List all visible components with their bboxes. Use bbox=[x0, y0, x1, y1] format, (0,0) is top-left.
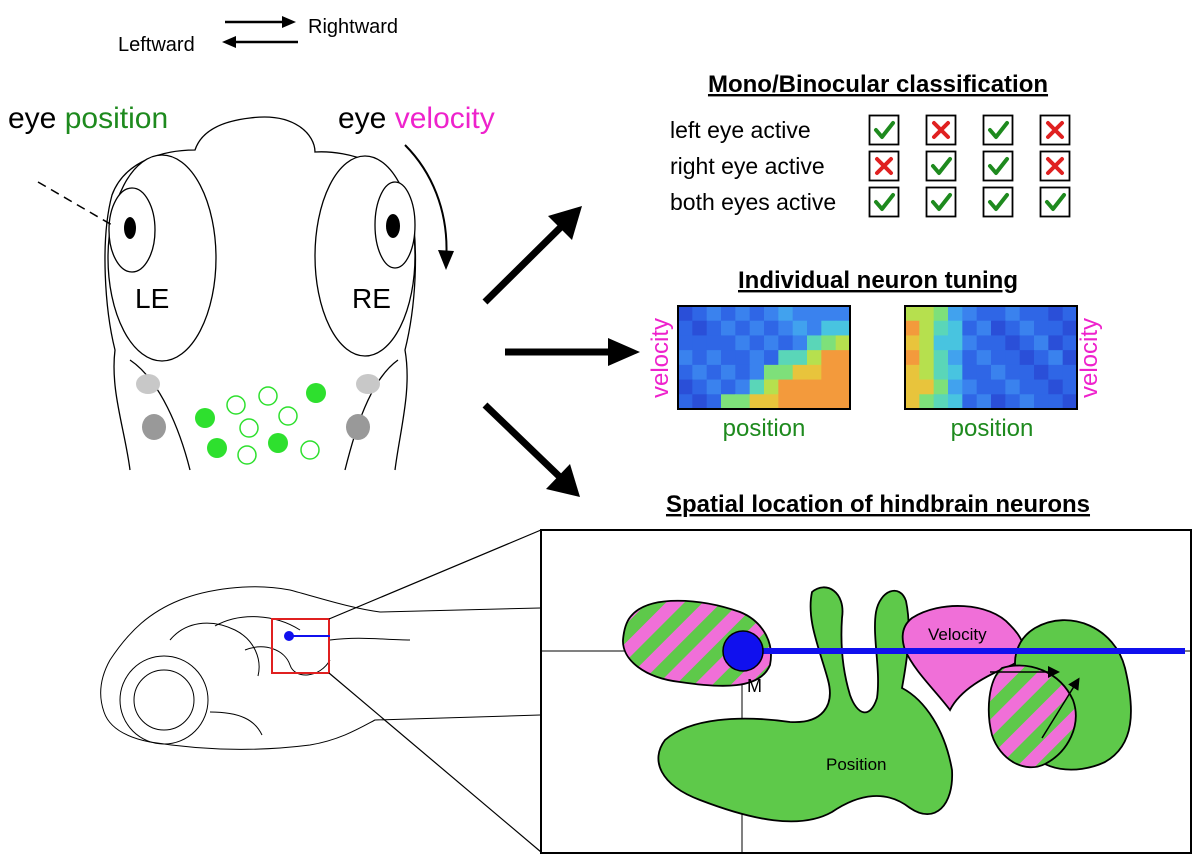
fish-outline bbox=[100, 586, 541, 750]
check-icon bbox=[988, 193, 1009, 211]
classification-panel: Mono/Binocular classification left eye a… bbox=[670, 71, 1071, 218]
leftward-label: Leftward bbox=[118, 34, 195, 56]
mauthner-label: M bbox=[747, 676, 762, 696]
cross-icon bbox=[875, 157, 893, 175]
otic-left-bottom bbox=[142, 414, 166, 440]
position-region bbox=[657, 586, 953, 823]
arrow-to-classification bbox=[482, 219, 569, 305]
classification-row-label: right eye active bbox=[670, 153, 825, 179]
position-region-label: Position bbox=[826, 755, 886, 774]
classification-row-label: left eye active bbox=[670, 117, 811, 143]
gradient-arrow-diagonal bbox=[1041, 677, 1080, 739]
tuning-heatmap-left bbox=[678, 306, 851, 410]
otic-right-bottom bbox=[346, 414, 370, 440]
otic-right-top bbox=[356, 374, 380, 394]
classification-box bbox=[925, 186, 957, 218]
direction-legend: Rightward Leftward bbox=[118, 16, 398, 56]
cross-icon bbox=[932, 121, 950, 139]
classification-box bbox=[982, 150, 1014, 182]
left-velocity-label: velocity bbox=[647, 318, 674, 398]
right-pupil bbox=[386, 214, 400, 238]
check-icon bbox=[988, 121, 1009, 139]
velocity-region-label: Velocity bbox=[928, 625, 987, 644]
zoom-box bbox=[271, 618, 330, 674]
right-velocity-label: velocity bbox=[1076, 318, 1103, 398]
eye-word-1: eye bbox=[8, 102, 56, 135]
classification-box bbox=[925, 150, 957, 182]
position-word: position bbox=[65, 102, 168, 135]
check-icon bbox=[931, 193, 952, 211]
tuning-panel: Individual neuron tuning velocity positi… bbox=[647, 267, 1103, 442]
classification-row-label: both eyes active bbox=[670, 189, 836, 215]
classification-title: Mono/Binocular classification bbox=[708, 71, 1048, 98]
tuning-heatmap-right bbox=[905, 306, 1078, 410]
left-pupil bbox=[124, 217, 136, 239]
svg-text:eye velocity: eye velocity bbox=[338, 102, 495, 135]
position-pointer-line bbox=[37, 181, 113, 226]
arrow-to-spatial bbox=[482, 402, 566, 483]
mauthner-cell bbox=[722, 630, 764, 672]
left-eye-label: LE bbox=[135, 283, 169, 314]
check-icon bbox=[874, 193, 895, 211]
arrow-left-head bbox=[222, 36, 236, 48]
branch-arrows bbox=[482, 206, 640, 497]
zoom-line-top bbox=[328, 529, 542, 620]
cross-icon bbox=[1046, 121, 1064, 139]
classification-grid: left eye active right eye active both eyes… bbox=[670, 114, 1071, 218]
fish-lateral-view bbox=[100, 529, 542, 853]
hindbrain-map: M Velocity Position bbox=[540, 529, 1192, 854]
classification-box bbox=[925, 114, 957, 146]
curved-arrow-icon bbox=[404, 144, 448, 263]
svg-text:eye position: eye position bbox=[8, 102, 168, 135]
classification-box bbox=[982, 186, 1014, 218]
fish-eye-inner bbox=[133, 669, 195, 731]
velocity-word: velocity bbox=[395, 102, 495, 135]
cross-icon bbox=[1046, 157, 1064, 175]
fish-head-dorsal: eye position eye velocity LE RE bbox=[8, 102, 495, 471]
head-outline bbox=[104, 116, 417, 471]
tuning-title: Individual neuron tuning bbox=[738, 267, 1018, 294]
classification-box bbox=[1039, 150, 1071, 182]
classification-box bbox=[868, 114, 900, 146]
classification-box bbox=[1039, 186, 1071, 218]
classification-box bbox=[982, 114, 1014, 146]
eye-word-2: eye bbox=[338, 102, 386, 135]
neuron-cluster bbox=[195, 383, 326, 465]
zoom-line-bottom bbox=[328, 672, 542, 853]
right-position-label: position bbox=[951, 415, 1034, 442]
left-position-label: position bbox=[723, 415, 806, 442]
arrow-right-head bbox=[282, 16, 296, 28]
classification-box bbox=[868, 186, 900, 218]
fish-eye-outer bbox=[119, 655, 209, 745]
spatial-title: Spatial location of hindbrain neurons bbox=[666, 491, 1090, 518]
check-icon bbox=[931, 157, 952, 175]
otic-left-top bbox=[136, 374, 160, 394]
check-icon bbox=[1045, 193, 1066, 211]
check-icon bbox=[988, 157, 1009, 175]
rightward-label: Rightward bbox=[308, 16, 398, 38]
right-eye-label: RE bbox=[352, 283, 391, 314]
check-icon bbox=[874, 121, 895, 139]
